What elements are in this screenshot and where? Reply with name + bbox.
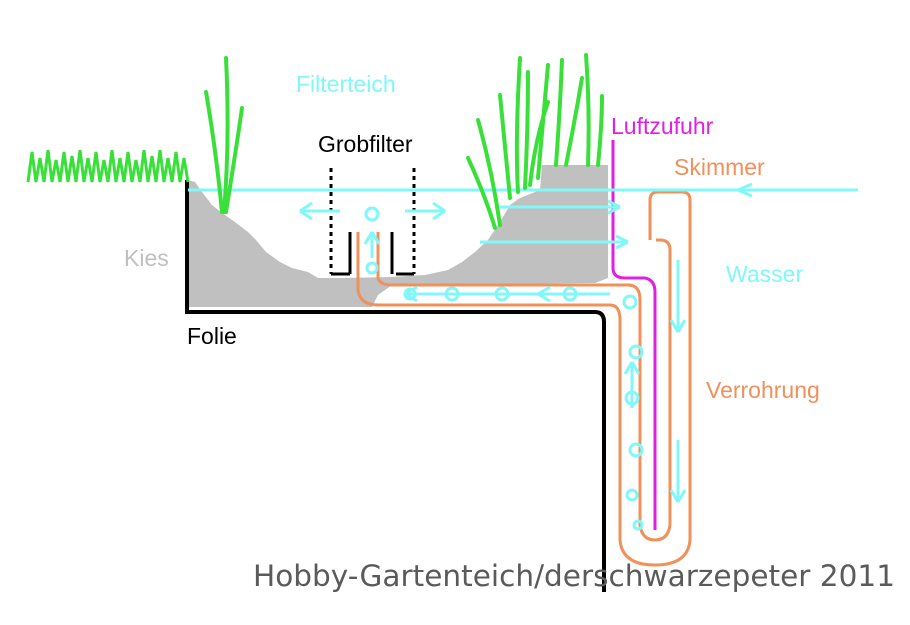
label-grobfilter: Grobfilter	[318, 131, 413, 157]
liner	[185, 180, 606, 592]
reed-plants-left	[204, 56, 244, 214]
label-skimmer: Skimmer	[674, 154, 765, 180]
credit-text: Hobby-Gartenteich/derschwarzepeter 2011	[253, 559, 895, 593]
reed-plants-right	[466, 53, 604, 230]
label-wasser: Wasser	[726, 261, 803, 287]
label-luftzufuhr: Luftzufuhr	[611, 113, 714, 139]
air-supply-line	[611, 140, 657, 530]
coarse-filter	[329, 168, 416, 276]
gravel-left-bank	[188, 165, 608, 307]
pipework	[356, 190, 692, 567]
air-bubbles	[364, 206, 644, 531]
label-kies: Kies	[124, 245, 169, 271]
label-verrohrung: Verrohrung	[706, 377, 820, 403]
grass	[26, 149, 190, 183]
label-filterteich: Filterteich	[296, 71, 396, 97]
label-folie: Folie	[187, 323, 237, 349]
